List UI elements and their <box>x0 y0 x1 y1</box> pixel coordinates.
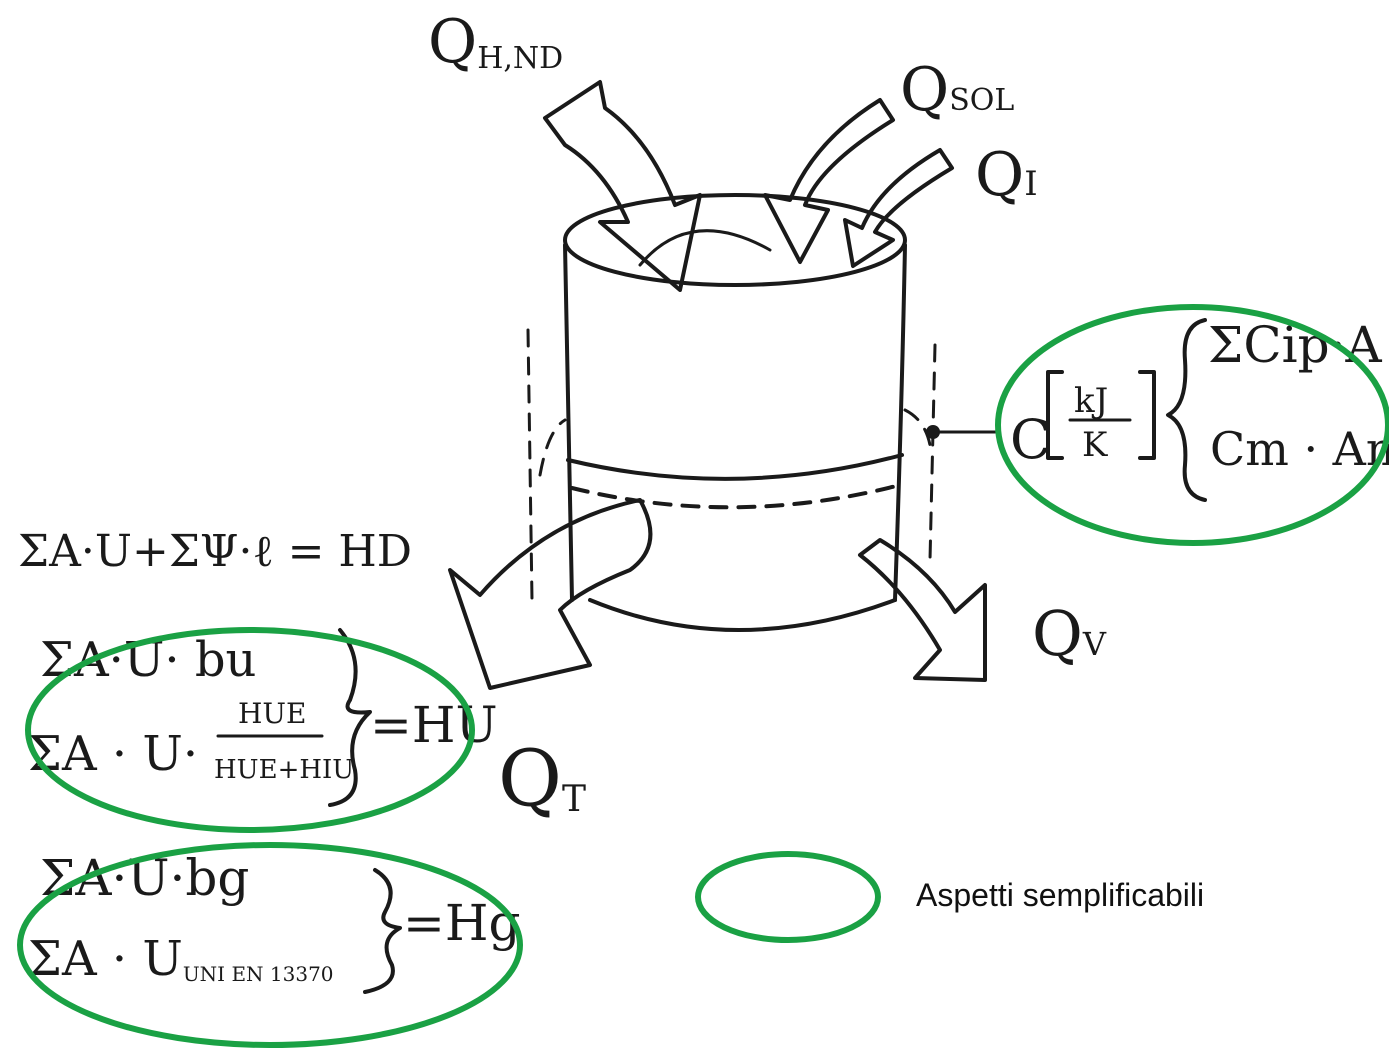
capacity-right-bracket <box>1138 370 1156 460</box>
q-sol-label: QSOL <box>900 55 1014 125</box>
highlight-ellipse-capacity <box>995 304 1389 546</box>
h-g-result: =Hg <box>403 894 521 952</box>
legend-swatch <box>695 851 881 943</box>
h-d-formula: ΣA·U+ΣΨ·ℓ = HD <box>18 526 412 577</box>
capacity-brace <box>1166 318 1207 502</box>
q-t-label: QT <box>498 734 586 824</box>
q-i-label: QI <box>975 140 1038 210</box>
envelope-left-dashed <box>526 328 534 602</box>
capacity-unit-denominator: K <box>1082 425 1108 465</box>
capacity-left-bracket <box>1046 370 1064 460</box>
h-u-brace <box>328 628 372 807</box>
legend: Aspetti semplificabili <box>695 851 1204 943</box>
thermal-capacity-formula: C kJ K ΣCip·A Cm · Am <box>1010 316 1389 502</box>
q-t-arrow <box>448 498 653 690</box>
building-cylinder <box>526 193 997 632</box>
h-g-line-2: ΣA · UUNI EN 13370 <box>28 931 334 987</box>
h-g-brace <box>363 868 402 994</box>
highlight-ellipse-h-g <box>17 842 523 1048</box>
legend-label: Aspetti semplificabili <box>916 877 1204 913</box>
q-v-arrow <box>858 538 987 682</box>
h-u-line-2: ΣA · U· <box>28 726 198 782</box>
q-v-label: QV <box>1032 597 1107 670</box>
cylinder-right-wall <box>893 243 907 602</box>
envelope-left-hook <box>538 418 567 477</box>
h-u-result: =HU <box>370 696 498 754</box>
envelope-right-dashed <box>928 343 937 562</box>
h-u-fraction: HUE HUE+HIU <box>214 697 354 785</box>
cylinder-left-wall <box>563 243 574 602</box>
capacity-unit-numerator: kJ <box>1074 381 1108 421</box>
q-h-nd-label: QH,ND <box>428 7 563 77</box>
cylinder-bottom <box>588 598 897 632</box>
q-i-arrow <box>843 148 954 268</box>
capacity-line-2: Cm · Am <box>1210 422 1389 476</box>
h-u-fraction-denominator: HUE+HIU <box>214 755 354 785</box>
cylinder-dome <box>638 229 772 267</box>
h-u-fraction-numerator: HUE <box>238 697 306 730</box>
cylinder-top <box>563 193 907 287</box>
envelope-right-hook <box>903 408 932 447</box>
cylinder-band <box>566 453 904 481</box>
cylinder-band-dashed <box>570 483 902 510</box>
q-sol-arrow <box>763 98 895 264</box>
capacity-c: C <box>1010 408 1051 471</box>
q-h-nd-arrow <box>543 80 702 292</box>
capacity-connector-dot <box>926 425 940 439</box>
highlight-ellipse-h-u <box>25 627 475 833</box>
